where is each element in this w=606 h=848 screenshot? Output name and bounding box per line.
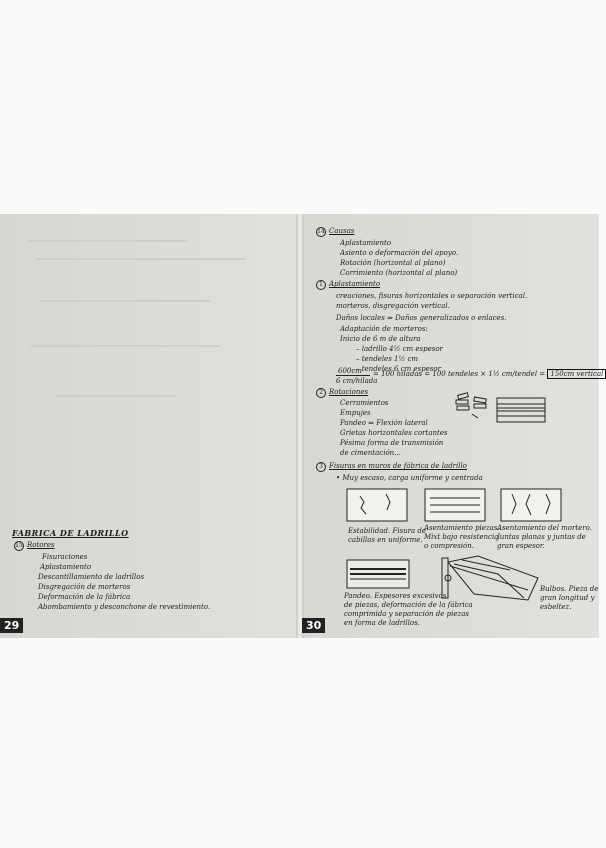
crack-diagram-2 — [424, 488, 486, 522]
book-gutter — [296, 214, 304, 638]
crack-diagram-3 — [500, 488, 562, 522]
causas-line: Asiento o deformación del apoyo. — [340, 249, 459, 257]
left-item: Fisuraciones — [42, 553, 88, 561]
caption-5a: Bulbos. Pieza de — [540, 585, 599, 593]
calc-result-box: 150cm vertical — [547, 369, 606, 379]
aplast-line: Daños locales ⇒ Daños generalizados o en… — [336, 314, 507, 322]
section-number: 1 — [316, 280, 326, 290]
left-item: Disgregación de morteros — [38, 583, 131, 591]
section-number: 3 — [316, 462, 326, 472]
section-number: 2 — [316, 388, 326, 398]
calc-denominator: 6 cm/hilada — [336, 377, 378, 385]
left-item: Deformación de la fábrica — [38, 593, 131, 601]
section-title: Aplastamiento — [329, 280, 381, 288]
bulbo-diagram — [441, 555, 539, 601]
caption-1b: cabillas en uniforme. — [348, 536, 423, 544]
caption-4c: comprimida y separación de piezas — [344, 610, 469, 618]
section-number: 15 — [14, 541, 24, 551]
rot-line: de cimentación... — [340, 449, 401, 457]
wall-sketch — [496, 397, 546, 423]
caption-5b: gran longitud y — [540, 594, 595, 602]
caption-1a: Estabilidad. Fisura de — [348, 527, 427, 535]
caption-3b: Juntas planas y juntas de — [497, 533, 586, 541]
aplast-line: Inicio de 6 m de altura — [340, 335, 421, 343]
calc-result: = 100 hiladas = 100 tendeles × 1½ cm/ten… — [373, 369, 606, 379]
section-title: Causas — [329, 227, 355, 235]
aplast-line: morteros, disgregación vertical. — [336, 302, 450, 310]
section-title: Rotores — [27, 541, 55, 549]
left-page-number: 29 — [0, 618, 24, 633]
right-page-number: 30 — [302, 618, 326, 633]
section-number: 14 — [316, 227, 326, 237]
section-title: Fisuras en muros de fábrica de ladrillo — [329, 462, 467, 470]
fisuras-subtitle: • Muy escaso, carga uniforme y centrada — [336, 474, 483, 482]
caption-4a: Pandeo. Espesores excesivos — [344, 592, 447, 600]
caption-2a: Asentamiento piezas. — [424, 524, 500, 532]
aplast-line: – tendeles 6 cm espesor — [356, 365, 441, 373]
rot-line: Cerramientos — [340, 399, 389, 407]
calc-result-text: = 100 hiladas = 100 tendeles × 1½ cm/ten… — [373, 370, 548, 378]
aplast-line: creaciones, fisuras horizontales o separ… — [336, 292, 528, 300]
caption-2c: o compresión. — [424, 542, 474, 550]
causas-line: Aplastamiento — [340, 239, 392, 247]
caption-2b: Mixt bajo resistencia — [424, 533, 499, 541]
left-item: Abombamiento y desconchone de revestimie… — [38, 603, 211, 611]
pandeo-diagram — [346, 559, 410, 589]
caption-5c: esbeltez. — [540, 603, 572, 611]
fraction-bar — [336, 375, 370, 376]
caption-3a: Asentamiento del mortero. — [497, 524, 592, 532]
calc-numerator: 600cm — [338, 367, 362, 375]
caption-4d: en forma de ladrillos. — [344, 619, 420, 627]
aplast-line: – tendeles 1½ cm — [356, 355, 419, 363]
crack-diagram-1 — [346, 488, 408, 522]
aplast-line: – ladrillo 4½ cm espesor — [356, 345, 443, 353]
caption-3c: gran espesor. — [497, 542, 545, 550]
causas-line: Corrimiento (horizontal al plano) — [340, 269, 458, 277]
rot-line: Pésima forma de transmisión — [340, 439, 444, 447]
caption-4b: de piezas, deformación de la fábrica — [344, 601, 473, 609]
rot-line: Grietas horizontales cortantes — [340, 429, 448, 437]
causas-line: Rotación (horizontal al plano) — [340, 259, 446, 267]
rot-line: Pandeo ⇒ Flexión lateral — [340, 419, 428, 427]
section-title: Rotaciones — [329, 388, 369, 396]
left-item: Descantillamiento de ladrillos — [38, 573, 145, 581]
aplast-line: Adaptación de morteros: — [340, 325, 428, 333]
rotation-sketch — [455, 392, 487, 419]
left-header: FABRICA DE LADRILLO — [12, 528, 129, 538]
rot-line: Empujes — [340, 409, 371, 417]
left-item: Aplastamiento — [40, 563, 92, 571]
